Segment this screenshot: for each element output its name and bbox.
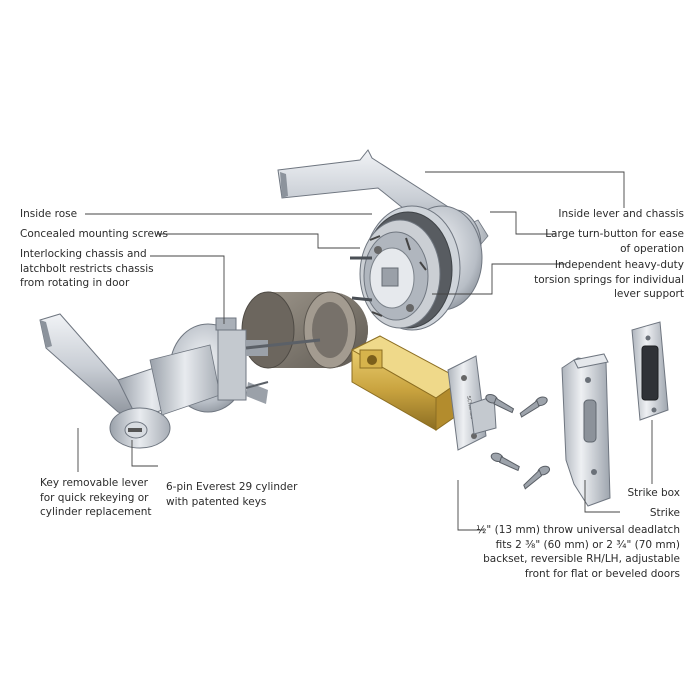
callout-line: ½" (13 mm) throw universal deadlatch [476,524,680,536]
callout-line: front for flat or beveled doors [524,567,680,580]
callout-line: with patented keys [166,495,267,508]
callout-line: fits 2 ³⁄₈" (60 mm) or 2 ³⁄₄" (70 mm) [495,538,680,551]
callout-concealed-mounting-screws: Concealed mounting screws [20,228,168,240]
callout-turn-button: Large turn-button for ease of operation [545,227,684,256]
callout-cylinder: 6-pin Everest 29 cylinder with patented … [166,480,297,509]
strike-box [631,321,669,421]
callout-line: Large turn-button for ease [545,228,684,240]
deadlatch: SCHLAGE [350,335,497,451]
callout-deadlatch-text: ½" (13 mm) throw universal deadlatch fit… [476,523,680,581]
mounting-screws [485,393,551,490]
callout-line: of operation [620,242,684,255]
callout-key-removable-lever: Key removable lever for quick rekeying o… [40,476,152,520]
callout-line: lever support [613,288,684,300]
callout-inside-rose: Inside rose [20,208,78,220]
callout-line: latchbolt restricts chassis [20,262,154,275]
inside-chassis [350,205,483,331]
callout-line: for quick rekeying or [40,491,149,504]
callout-line: from rotating in door [20,277,130,289]
callout-line: Independent heavy-duty [554,259,684,271]
leader-lines [77,171,653,531]
callout-line: Interlocking chassis and [20,248,147,260]
chassis-sleeve [241,291,368,369]
callout-line: cylinder replacement [40,506,152,518]
outside-lever [39,313,187,449]
callout-line: 6-pin Everest 29 cylinder [166,481,298,493]
callout-line: Key removable lever [40,477,148,489]
callout-strike: Strike [649,507,680,519]
callout-torsion-springs: Independent heavy-duty torsion springs f… [534,258,684,302]
callout-strike-box: Strike box [627,487,681,499]
outside-rose-chassis [149,317,321,416]
callout-interlocking-chassis: Interlocking chassis and latchbolt restr… [20,247,154,291]
callout-line: torsion springs for individual [534,273,684,286]
callout-inside-lever-chassis: Inside lever and chassis [558,208,684,220]
callout-line: backset, reversible RH/LH, adjustable [483,553,680,565]
strike-plate [561,353,611,507]
